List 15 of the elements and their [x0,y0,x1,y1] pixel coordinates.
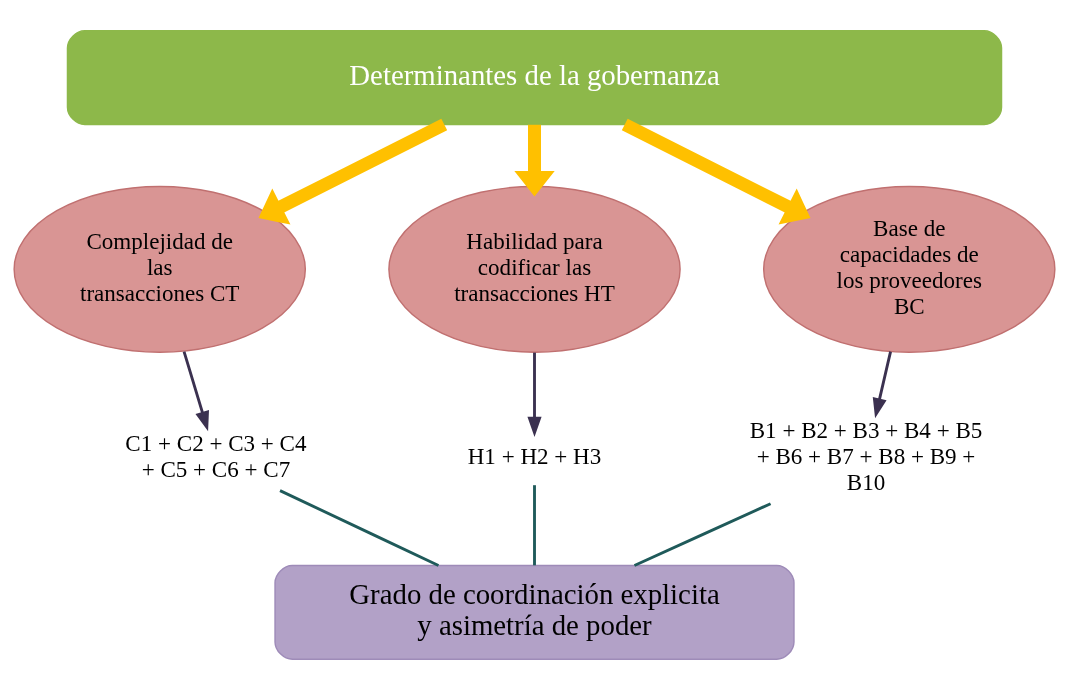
arrow [527,352,542,437]
arrow [182,350,209,431]
arrow [621,118,811,225]
node-text: H1 + H2 + H3 [467,442,602,469]
node-text: B1 + B2 + B3 + B4 + B5 + B6 + B7 + B8 + B9 + B10 [749,416,983,495]
node-text: C1 + C2 + C3 + C4 + C5 + C6 + C7 [125,429,307,482]
connector [279,488,440,567]
arrow [872,350,892,418]
arrow [258,118,448,225]
node-box: Grado de coordinación explicita y asimetría de poder [274,564,795,660]
node-ellipse: Habilidad para codificar las transacciones HT [388,185,681,353]
connector [533,484,536,565]
node-box: Determinantes de la gobernanza [66,29,1003,125]
connector [633,501,772,567]
arrow [514,124,555,197]
